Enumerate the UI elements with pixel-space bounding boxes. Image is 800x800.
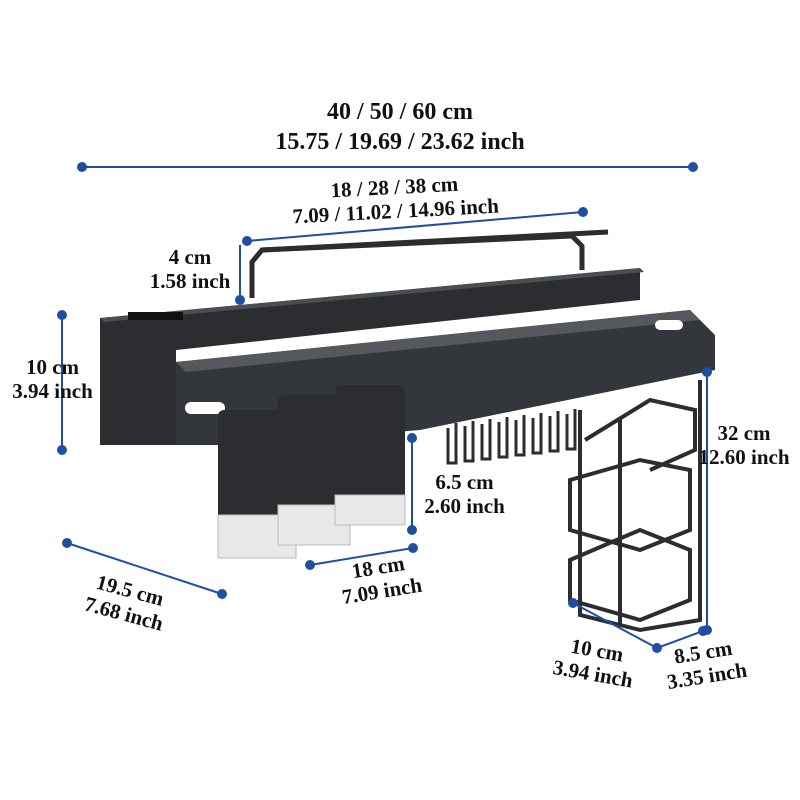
- rail-height-inch: 1.58 inch: [149, 269, 231, 293]
- shelf-height-cm: 10 cm: [25, 355, 80, 379]
- cup-gap-inch: 2.60 inch: [424, 494, 505, 518]
- dimension-lines: [57, 162, 712, 653]
- cup-gap-label: 6.5 cm 2.60 inch: [412, 470, 517, 518]
- rail-height-label: 4 cm 1.58 inch: [135, 245, 245, 293]
- rack-product-image: [100, 229, 715, 633]
- rail-height-cm: 4 cm: [168, 245, 212, 269]
- total-width-cm: 40 / 50 / 60 cm: [327, 99, 473, 125]
- shelf-height-inch: 3.94 inch: [12, 379, 93, 403]
- rack-height-cm: 32 cm: [717, 421, 771, 445]
- total-width-inch: 15.75 / 19.69 / 23.62 inch: [275, 129, 525, 155]
- rack-height-label: 32 cm 12.60 inch: [688, 421, 800, 469]
- cup-gap-cm: 6.5 cm: [435, 470, 494, 494]
- total-width-label: 40 / 50 / 60 cm 15.75 / 19.69 / 23.62 in…: [240, 97, 560, 157]
- rack-height-inch: 12.60 inch: [698, 445, 790, 469]
- shelf-height-label: 10 cm 3.94 inch: [0, 355, 105, 403]
